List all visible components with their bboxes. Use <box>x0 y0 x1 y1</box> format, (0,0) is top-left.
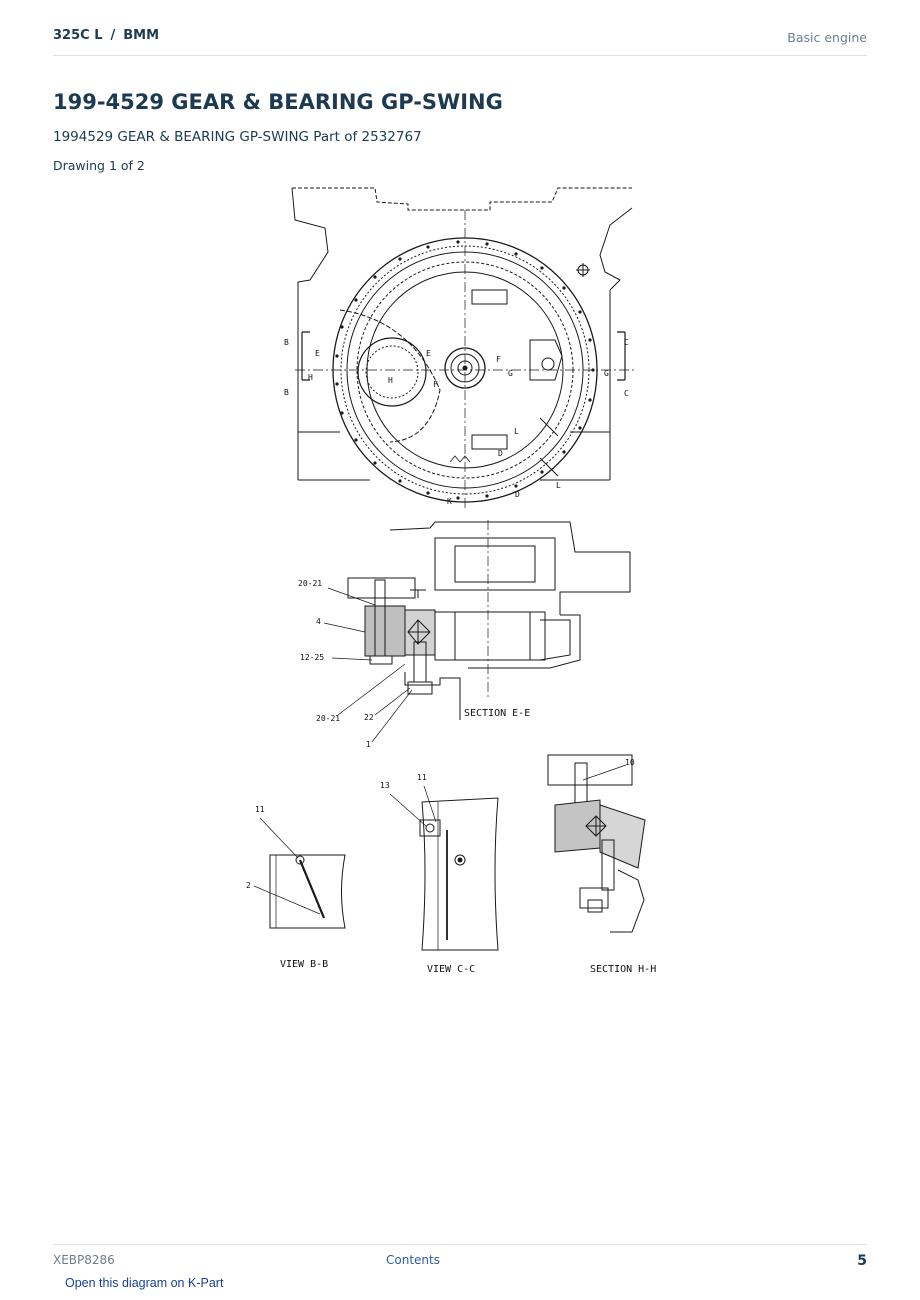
letter-g: G <box>604 369 609 378</box>
callout-10: 10 <box>625 758 635 767</box>
letter-d: D <box>515 490 520 499</box>
bolt-circle <box>335 240 595 500</box>
callout-2: 2 <box>246 881 251 890</box>
callout-12-25: 12-25 <box>300 653 324 662</box>
callout-1: 1 <box>366 740 371 749</box>
page-footer: XEBP8286 Contents 5 <box>53 1244 867 1275</box>
section-ee-view <box>347 520 631 720</box>
callout-22: 22 <box>364 713 374 722</box>
section-ee-caption: SECTION E-E <box>464 708 530 719</box>
page-number: 5 <box>857 1253 867 1269</box>
letter-e: E <box>315 349 320 358</box>
section-ee-callouts: 20-21 4 12-25 20-21 22 1 SECTION E-E <box>298 579 530 749</box>
model-label: 325C L <box>53 28 103 43</box>
breadcrumb: 325C L / BMM <box>53 28 159 43</box>
open-kpart-link[interactable]: Open this diagram on K-Part <box>65 1276 224 1290</box>
callout-4: 4 <box>316 617 321 626</box>
callout-13: 13 <box>380 781 390 790</box>
section-hh: 10 SECTION H-H <box>547 754 656 975</box>
letter-h: H <box>388 376 393 385</box>
letter-k: K <box>447 497 452 506</box>
letter-l: L <box>514 427 519 436</box>
contents-link[interactable]: Contents <box>386 1253 440 1267</box>
letter-c: C <box>624 389 629 398</box>
document-id: XEBP8286 <box>53 1253 115 1267</box>
letter-e: E <box>426 349 431 358</box>
view-cc: 13 11 VIEW C-C <box>380 773 499 975</box>
letter-f: F <box>496 355 501 364</box>
view-bb: 11 2 VIEW B-B <box>246 805 346 970</box>
breadcrumb-separator: / <box>110 28 116 43</box>
letter-l: L <box>556 481 561 490</box>
callout-20-21: 20-21 <box>316 714 340 723</box>
callout-11: 11 <box>417 773 427 782</box>
letter-f: F <box>433 380 438 389</box>
code-label: BMM <box>123 28 160 43</box>
parts-diagram: B B E H H E F F G G C C L L D D K <box>246 187 656 975</box>
callout-11: 11 <box>255 805 265 814</box>
page-title: 199-4529 GEAR & BEARING GP-SWING <box>53 90 503 114</box>
letter-d: D <box>498 449 503 458</box>
letter-b: B <box>284 338 289 347</box>
section-label: Basic engine <box>787 30 867 45</box>
section-hh-caption: SECTION H-H <box>590 964 656 975</box>
letter-h: H <box>308 373 313 382</box>
drawing-number: Drawing 1 of 2 <box>53 158 145 173</box>
view-cc-caption: VIEW C-C <box>427 964 475 975</box>
top-view <box>291 187 635 510</box>
page-header: 325C L / BMM Basic engine <box>53 28 867 56</box>
view-bb-caption: VIEW B-B <box>280 959 328 970</box>
letter-c: C <box>624 338 629 347</box>
callout-20-21: 20-21 <box>298 579 322 588</box>
top-view-letters: B B E H H E F F G G C C L L D D K <box>284 338 629 506</box>
letter-g: G <box>508 369 513 378</box>
letter-b: B <box>284 388 289 397</box>
page-subtitle: 1994529 GEAR & BEARING GP-SWING Part of … <box>53 129 422 145</box>
